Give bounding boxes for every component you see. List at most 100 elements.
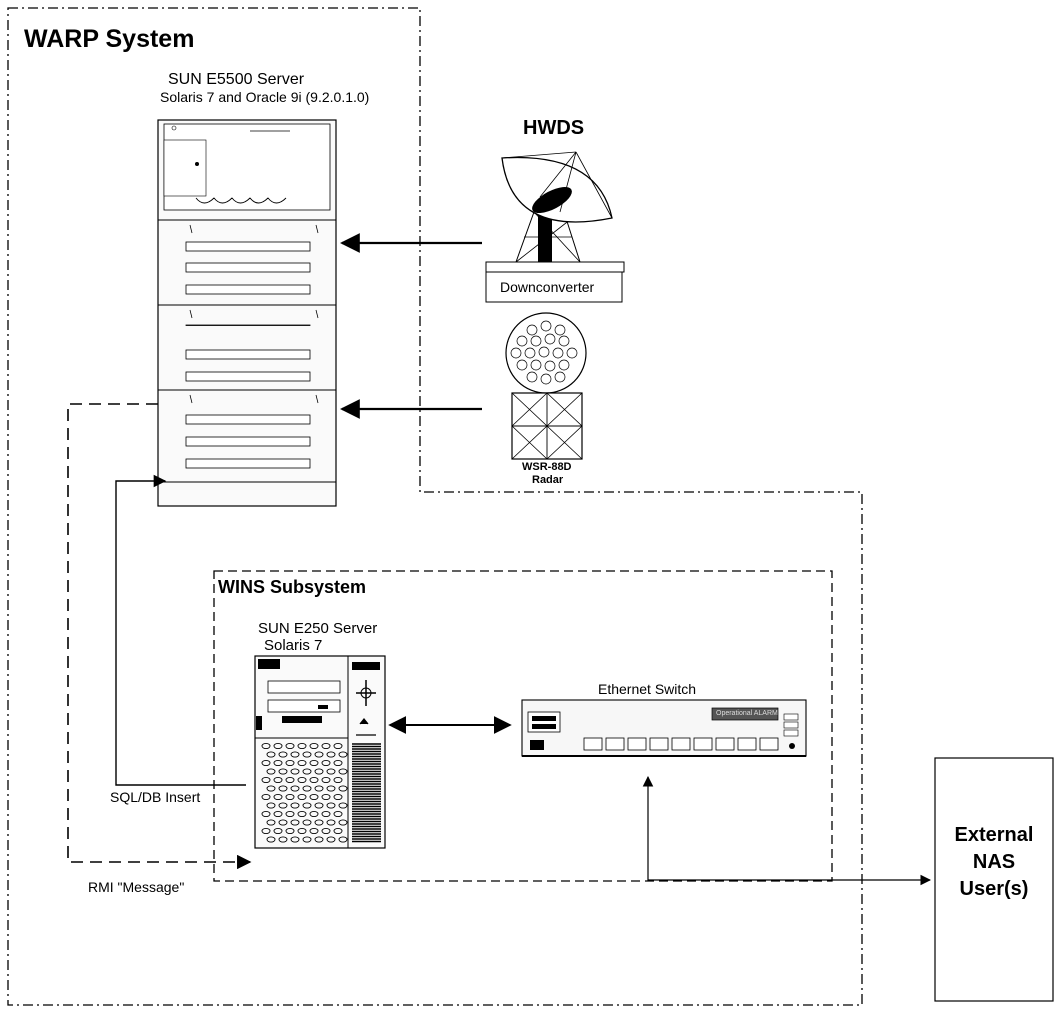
rmi-message-label: RMI "Message" — [88, 879, 185, 895]
wins-subsystem-boundary — [213, 570, 833, 882]
switch-port — [605, 737, 625, 751]
vent-hole — [266, 802, 276, 809]
vent-hole — [290, 785, 300, 792]
e5500-server-name: SUN E5500 Server — [168, 71, 305, 88]
vent-hole — [290, 802, 300, 809]
hwds-title: HWDS — [523, 117, 585, 139]
vent-hole — [297, 827, 307, 835]
external-nas-box — [934, 757, 1054, 1002]
vent-hole — [261, 742, 271, 750]
vent-hole — [309, 742, 319, 750]
wins-subsystem-title: WINS Subsystem — [218, 577, 367, 597]
vent-hole — [285, 776, 295, 784]
vent-hole — [302, 785, 312, 792]
vent-hole — [338, 785, 348, 792]
vent-hole — [290, 819, 300, 826]
switch-port — [715, 737, 735, 751]
vent-hole — [302, 768, 312, 775]
vent-hole — [326, 768, 336, 775]
vent-hole — [338, 802, 348, 809]
sql-insert-label: SQL/DB Insert — [110, 789, 201, 805]
vent-hole — [285, 810, 295, 818]
downconverter-label: Downconverter — [500, 279, 595, 295]
vent-hole — [314, 751, 324, 758]
vent-hole — [290, 836, 300, 843]
ethernet-switch — [521, 699, 807, 757]
vent-hole — [314, 819, 324, 826]
vent-hole — [266, 768, 276, 775]
vent-hole — [273, 827, 283, 835]
vent-hole — [321, 776, 331, 784]
vent-hole — [261, 810, 271, 818]
vent-hole — [309, 793, 319, 801]
radar-label-line1: WSR-88D — [522, 461, 572, 473]
radar-label-line2: Radar — [532, 474, 564, 486]
vent-hole — [326, 802, 336, 809]
vent-hole — [309, 827, 319, 835]
e5500-server-os: Solaris 7 and Oracle 9i (9.2.0.1.0) — [160, 89, 370, 105]
vent-hole — [321, 742, 331, 750]
vent-hole — [333, 810, 343, 818]
vent-hole — [261, 827, 271, 835]
external-nas-label-line1: External — [954, 824, 1034, 846]
vent-hole — [266, 819, 276, 826]
vent-hole — [273, 793, 283, 801]
vent-hole — [326, 836, 336, 843]
downconverter-box — [485, 271, 623, 303]
switch-nas-link — [642, 775, 932, 886]
sun-e250-server — [254, 655, 386, 849]
vent-hole — [314, 785, 324, 792]
vent-hole — [302, 819, 312, 826]
vent-hole — [333, 742, 343, 750]
warp-system-boundary — [7, 7, 863, 1006]
vent-hole — [309, 776, 319, 784]
vent-hole — [321, 793, 331, 801]
e250-server-os: Solaris 7 — [264, 637, 323, 654]
vent-hole — [266, 751, 276, 758]
vent-hole — [321, 827, 331, 835]
vent-hole — [338, 768, 348, 775]
vent-hole — [273, 810, 283, 818]
vent-hole — [326, 819, 336, 826]
vent-hole — [278, 785, 288, 792]
wsr88d-radar — [505, 312, 587, 460]
vent-hole — [290, 768, 300, 775]
vent-hole — [326, 751, 336, 758]
vent-hole — [261, 776, 271, 784]
vent-hole — [273, 742, 283, 750]
vent-hole — [285, 793, 295, 801]
vent-hole — [285, 759, 295, 767]
vent-hole — [297, 776, 307, 784]
switch-port — [759, 737, 779, 751]
warp-system-title: WARP System — [24, 25, 195, 53]
vent-hole — [333, 776, 343, 784]
vent-hole — [261, 793, 271, 801]
vent-hole — [297, 793, 307, 801]
switch-port — [737, 737, 757, 751]
vent-hole — [278, 768, 288, 775]
vent-hole — [297, 742, 307, 750]
switch-port — [649, 737, 669, 751]
vent-hole — [338, 836, 348, 843]
vent-hole — [266, 785, 276, 792]
vent-hole — [333, 793, 343, 801]
vent-hole — [314, 802, 324, 809]
vent-hole — [266, 836, 276, 843]
vent-hole — [273, 776, 283, 784]
ethernet-switch-label: Ethernet Switch — [598, 681, 697, 697]
vent-hole — [290, 751, 300, 758]
e250-server-name: SUN E250 Server — [258, 620, 378, 637]
vent-hole — [333, 827, 343, 835]
vent-hole — [321, 810, 331, 818]
switch-port — [671, 737, 691, 751]
vent-hole — [302, 802, 312, 809]
sun-e5500-server — [157, 119, 337, 507]
rmi-message-path — [67, 403, 252, 870]
vent-hole — [321, 759, 331, 767]
vent-hole — [273, 759, 283, 767]
external-nas-label-line3: User(s) — [959, 878, 1029, 900]
vent-hole — [278, 751, 288, 758]
vent-hole — [278, 802, 288, 809]
vent-hole — [261, 759, 271, 767]
vent-hole — [309, 759, 319, 767]
